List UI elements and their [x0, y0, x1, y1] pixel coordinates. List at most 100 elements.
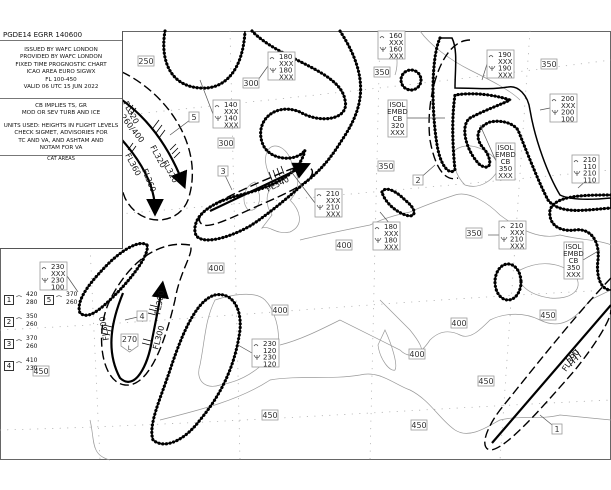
box-value: 180: [279, 67, 292, 75]
box-value: 120: [263, 360, 276, 368]
box-value: 200: [561, 109, 574, 117]
cat-area-marker: 3: [217, 165, 229, 177]
height-value: 300: [243, 79, 258, 88]
cat-area-number: 2: [415, 176, 420, 185]
cat-area-number: 2: [4, 317, 14, 327]
jet-stream-fl360: [121, 139, 164, 217]
cat-area-number: 1: [554, 425, 559, 434]
height-value: 400: [272, 306, 287, 315]
turbulence-symbol-icon: ⌒: [16, 318, 23, 325]
turbulence-icon: [573, 160, 579, 163]
height-value: 300: [218, 139, 233, 148]
turbulence-symbol-icon: ⌒: [56, 296, 63, 303]
icing-icon: [269, 67, 277, 73]
box-value: 210: [326, 190, 339, 198]
box-value: 160: [389, 46, 402, 54]
cat-area-2-boundary: [428, 39, 471, 180]
box-value: XXX: [224, 121, 239, 129]
box-value: XXX: [389, 52, 404, 60]
cb-box-line: 350: [567, 264, 580, 272]
cat-top: 410: [26, 357, 38, 364]
turbulence-symbol-icon: ⌒: [16, 362, 23, 369]
cat-area-number: 5: [44, 295, 54, 305]
cat-bottom: 230: [26, 365, 38, 372]
box-value: XXX: [279, 73, 294, 81]
cb-boxes: ISOLEMBDCB320XXXISOLEMBDCB350XXXISOLEMBD…: [387, 99, 584, 280]
turbulence-symbol-icon: ⌒: [16, 296, 23, 303]
box-value: XXX: [389, 39, 404, 47]
leader-line: [479, 124, 497, 162]
cat-bottom: 280: [26, 299, 38, 306]
cat-bottom: 260: [66, 299, 78, 306]
icing-icon: [41, 277, 49, 283]
icing-icon: [500, 236, 508, 242]
box-value: 110: [583, 176, 596, 184]
cat-top: 350: [26, 313, 38, 320]
icing-icon: [551, 109, 559, 115]
units-line: CHECK SIGMET, ADVISORIES FOR: [14, 130, 108, 137]
height-value: 350: [378, 162, 393, 171]
tropopause-heights: 2503003003503503503504004004004004004504…: [32, 55, 558, 431]
tropopause-height-label: 400: [271, 304, 289, 316]
issued-line: PROVIDED BY WAFC LONDON: [19, 54, 103, 61]
icing-icon: [316, 204, 324, 210]
turbulence-icon: [379, 36, 385, 39]
box-value: 190: [498, 65, 511, 73]
notes-section: CB IMPLIES TS, GR MOD OR SEV TURB AND IC…: [0, 99, 122, 156]
box-value: 160: [389, 32, 402, 40]
tropopause-height-label: 250: [137, 55, 155, 67]
tropopause-height-label: 400: [335, 239, 353, 251]
turbulence-areas: [100, 39, 611, 451]
jet-stream-fl340: [209, 162, 311, 212]
turbulence-icon: [488, 55, 494, 58]
note-line: CB IMPLIES TS, GR: [35, 103, 87, 109]
cb-box-line: CB: [393, 115, 403, 123]
leader-line: [257, 65, 269, 81]
height-value: 350: [466, 229, 481, 238]
icing-icon: [374, 237, 382, 243]
turbulence-icon: [269, 57, 275, 60]
height-value: 400: [336, 241, 351, 250]
box-value: 210: [510, 236, 523, 244]
box-value: 140: [224, 101, 237, 109]
tropopause-height-label: 450: [410, 419, 428, 431]
box-value: 210: [510, 222, 523, 230]
tropopause-height-label: 300: [217, 137, 235, 149]
box-value: XXX: [224, 108, 239, 116]
cat-area-number: 5: [191, 113, 196, 122]
jet-label: FL360: [140, 167, 157, 193]
cat-top: 370: [26, 335, 38, 342]
tropopause-height-label: 450: [477, 375, 495, 387]
wind-barbs: [101, 104, 582, 367]
cat-area-number: 3: [220, 167, 225, 176]
jet-label: FL300: [98, 316, 111, 342]
box-value: XXX: [384, 243, 399, 251]
box-value: 100: [51, 283, 64, 291]
height-value: 450: [33, 367, 48, 376]
note-line: MOD OR SEV TURB AND ICE: [21, 110, 101, 117]
cat-area-number: 1: [4, 295, 14, 305]
cat-area-marker: 1: [551, 423, 563, 435]
cb-box-line: CB: [569, 257, 579, 265]
cb-areas: [77, 29, 611, 446]
icing-icon: [379, 46, 387, 52]
icing-icon: [573, 170, 581, 176]
box-value: XXX: [510, 229, 525, 237]
cb-box-line: EMBD: [563, 250, 584, 258]
box-value: XXX: [498, 58, 513, 66]
cat-area-1-boundary: [484, 277, 611, 451]
height-value: 450: [411, 421, 426, 430]
box-value: 180: [384, 223, 397, 231]
cb-area-north-atlantic: [162, 29, 247, 90]
box-value: 210: [326, 204, 339, 212]
turbulence-icon: [551, 99, 557, 102]
cat-top: 370: [66, 291, 78, 298]
cb-box-line: 350: [499, 165, 512, 173]
issued-line: FIXED TIME PROGNOSTIC CHART: [15, 61, 107, 68]
tropopause-height-label: 450: [261, 409, 279, 421]
